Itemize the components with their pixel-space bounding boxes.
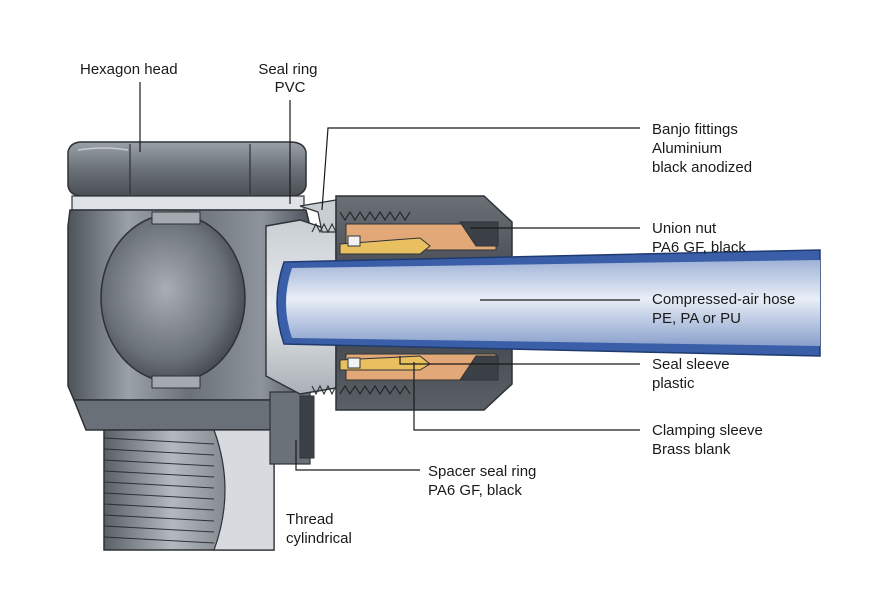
hexagon-head-part <box>67 141 307 197</box>
label-compressed-air-hose: Compressed-air hose PE, PA or PU <box>652 291 800 327</box>
leader-lines <box>139 82 640 471</box>
label-seal-ring: Seal ring PVC <box>258 61 321 96</box>
compressed-air-hose-part <box>276 249 821 357</box>
seal-ring-part <box>71 195 305 211</box>
label-spacer-seal-ring: Spacer seal ring PA6 GF, black <box>428 463 541 499</box>
thread-part <box>103 391 315 551</box>
sleeve-parts <box>339 235 431 371</box>
label-hexagon-head: Hexagon head <box>80 61 178 78</box>
label-clamping-sleeve: Clamping sleeve Brass blank <box>652 422 767 458</box>
label-union-nut: Union nut PA6 GF, black <box>652 220 746 256</box>
banjo-body-part <box>67 209 311 431</box>
label-banjo-fittings: Banjo fittings Aluminium black anodized <box>652 121 752 176</box>
label-thread: Thread cylindrical <box>286 511 352 547</box>
label-seal-sleeve: Seal sleeve plastic <box>652 356 734 392</box>
